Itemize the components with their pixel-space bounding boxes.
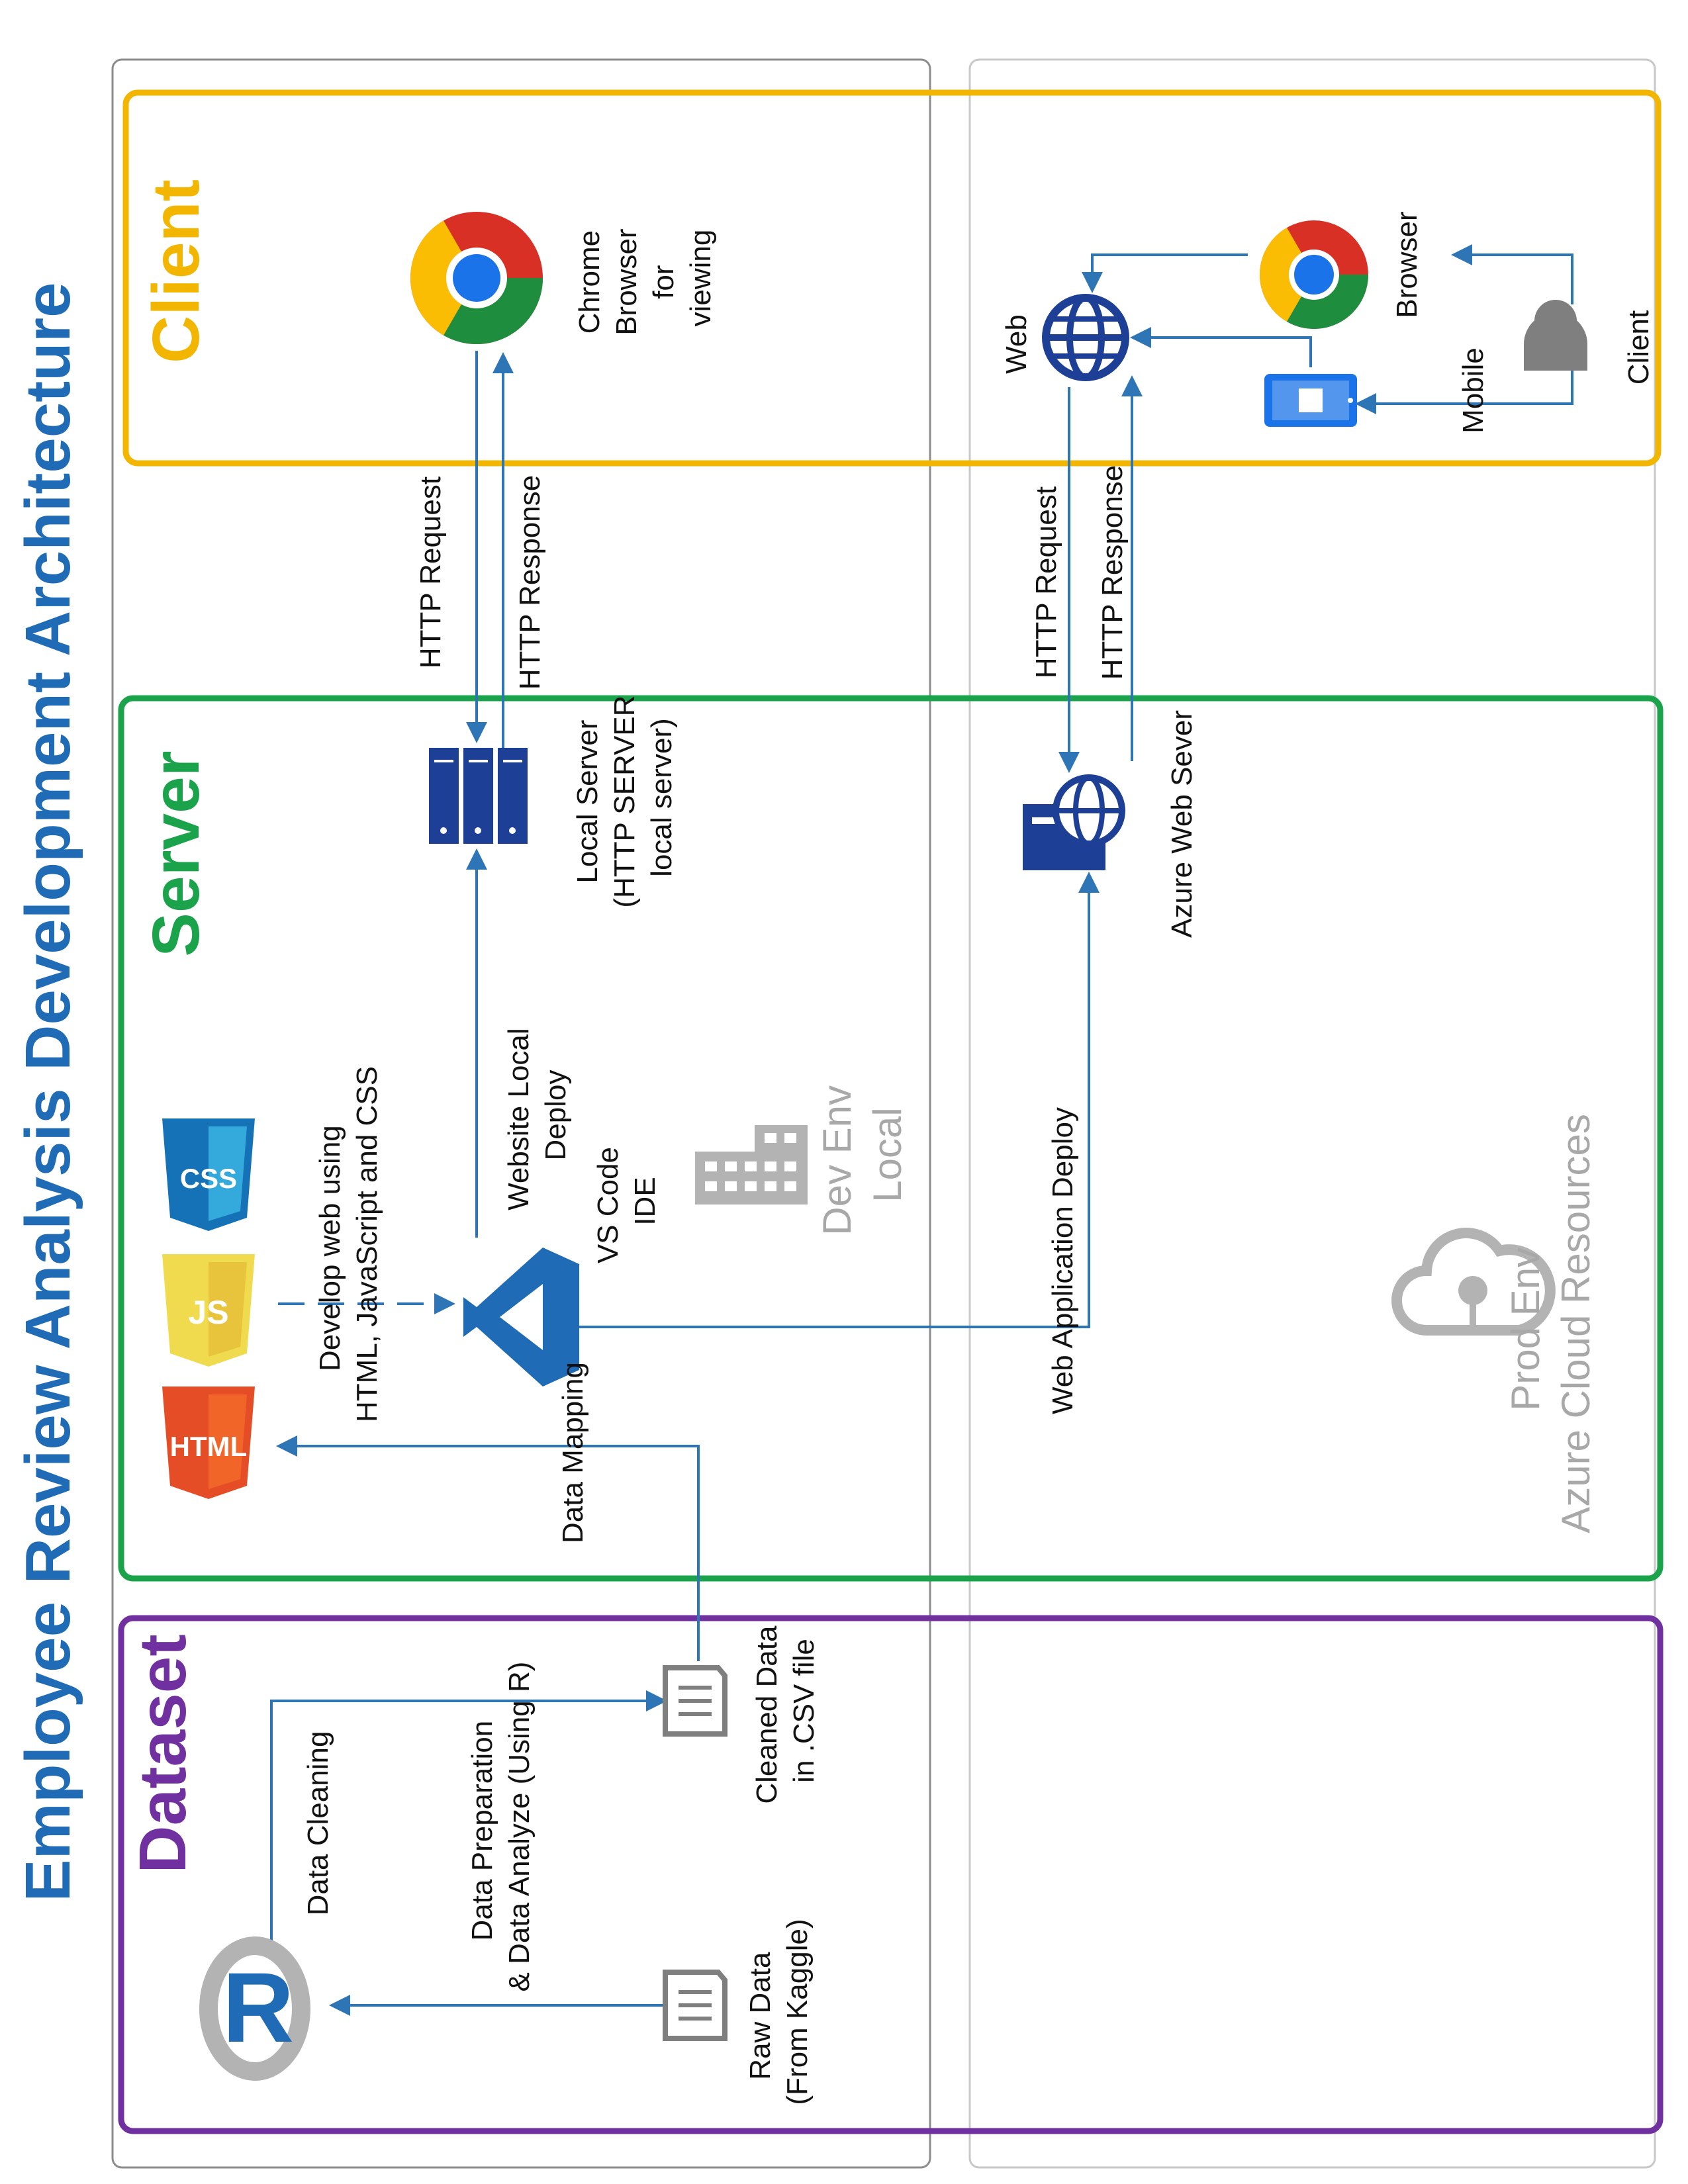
prod-env-label: Prod Env Azure Cloud Resources: [1503, 1114, 1598, 1533]
web-app-deploy-arrow: [579, 872, 1100, 1328]
client-person-icon: [1524, 300, 1587, 371]
develop-web-label: Develop web using HTML, JavaScript and C…: [314, 1066, 383, 1422]
raw-data-label: Raw Data (From Kaggle): [744, 1919, 814, 2105]
client-to-mobile-arrow: [1355, 371, 1573, 414]
mobile-icon: [1264, 374, 1357, 427]
js-logo-icon: JS: [162, 1254, 255, 1367]
local-server-label: Local Server (HTTP SERVER local server): [571, 687, 678, 907]
data-cleaning-label: Data Cleaning: [302, 1731, 334, 1916]
r-logo-letter: R: [222, 1952, 294, 2063]
website-local-deploy-label: Website Local Deploy: [502, 1020, 572, 1210]
prod-http-response-label: HTTP Response: [1096, 465, 1129, 680]
chrome-icon: [410, 212, 543, 344]
prod-http-request-label: HTTP Request: [1030, 486, 1062, 678]
js-logo-text: JS: [188, 1294, 228, 1331]
server-section-title: Server: [139, 751, 213, 956]
cleaned-data-label: Cleaned Data in .CSV file: [751, 1617, 820, 1803]
client-label: Client: [1622, 310, 1655, 385]
server-section: [118, 695, 1664, 1582]
html-logo-text: HTML: [170, 1431, 248, 1462]
data-mapping-label: Data Mapping: [557, 1362, 589, 1543]
cleaned-data-document-icon: [663, 1665, 727, 1737]
data-cleaning-arrow: [270, 1690, 667, 1949]
client-to-browser-arrow: [1451, 244, 1573, 304]
dev-env-label: Dev Env Local: [815, 1074, 910, 1235]
html5-logo-icon: HTML: [162, 1387, 255, 1499]
data-preparation-label: Data Preparation & Data Analyze (Using R…: [466, 1662, 536, 1992]
dev-http-request-label: HTTP Request: [414, 477, 447, 668]
dev-http-response-label: HTTP Response: [514, 475, 546, 690]
web-label: Web: [1000, 314, 1033, 374]
web-globe-icon: [1042, 294, 1129, 381]
azure-web-server-icon: [1023, 774, 1125, 870]
mobile-label: Mobile: [1457, 347, 1489, 433]
browser-label: Browser: [1391, 211, 1423, 318]
client-section: [122, 89, 1662, 467]
vscode-ide-label: VS Code IDE: [592, 1139, 661, 1263]
chrome-browser-label: Chrome Browser for viewing: [573, 220, 717, 336]
azure-web-server-label: Azure Web Sever: [1166, 710, 1198, 938]
web-app-deploy-label: Web Application Deploy: [1047, 1107, 1079, 1414]
client-section-title: Client: [139, 179, 213, 363]
raw-data-document-icon: [663, 1970, 727, 2041]
local-server-icon: [429, 748, 528, 844]
vscode-icon: [463, 1248, 579, 1387]
building-icon: [695, 1125, 808, 1205]
prod-env-panel: [968, 58, 1656, 2169]
dataset-section-title: Dataset: [126, 1634, 200, 1873]
dataset-section: [118, 1615, 1664, 2134]
browser-to-web-arrow: [1082, 253, 1248, 293]
browser-chrome-icon: [1260, 220, 1368, 329]
r-logo-icon: R: [199, 1936, 310, 2081]
page-title: Employee Review Analysis Development Arc…: [13, 282, 83, 1901]
mobile-to-web-arrow: [1130, 327, 1312, 367]
css-logo-text: CSS: [180, 1163, 237, 1194]
data-mapping-arrow: [276, 1435, 700, 1661]
css3-logo-icon: CSS: [162, 1118, 255, 1231]
cloud-icon: [1391, 1228, 1556, 1336]
dev-env-panel: [111, 58, 931, 2169]
